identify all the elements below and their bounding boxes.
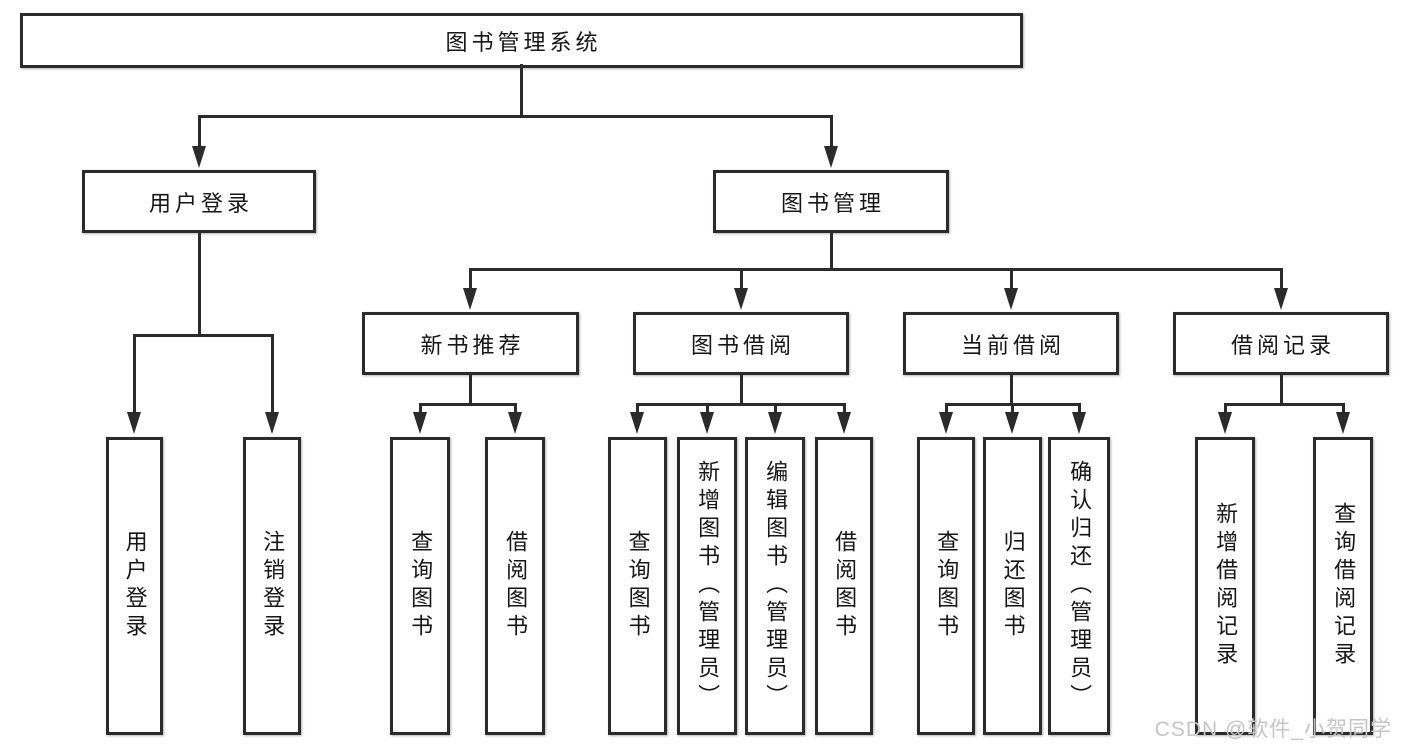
connector-stem	[829, 115, 833, 146]
node-label: 当前借阅	[960, 332, 1065, 358]
csdn-watermark: CSDN @软件_小贺同学	[1154, 718, 1392, 741]
node-new-book-recommendation: 新书推荐	[362, 312, 579, 375]
node-label: 查询图书	[408, 530, 434, 642]
leaf-borrow-books-borrow: 借阅图书	[815, 437, 873, 735]
node-label: 查询借阅记录	[1331, 502, 1357, 670]
connector-hline	[197, 115, 833, 118]
connector-stem	[197, 115, 201, 146]
node-label: 新增借阅记录	[1213, 502, 1239, 670]
connector-stem	[132, 334, 136, 412]
connector-vline	[197, 230, 201, 337]
connector-stem	[1341, 403, 1345, 412]
leaf-logout: 注销登录	[243, 437, 301, 735]
node-borrowing-records: 借阅记录	[1173, 312, 1389, 375]
node-label: 归还图书	[1000, 530, 1026, 642]
arrowhead-down-icon	[265, 412, 279, 434]
arrowhead-down-icon	[508, 412, 522, 434]
arrowhead-down-icon	[734, 288, 748, 310]
leaf-query-books-borrow: 查询图书	[608, 437, 667, 735]
arrowhead-down-icon	[1218, 412, 1232, 434]
connector-vline	[1279, 372, 1283, 406]
node-label: 借阅图书	[503, 530, 529, 642]
connector-stem	[270, 334, 274, 412]
leaf-return-books: 归还图书	[983, 437, 1042, 735]
node-label: 确认归还（管理员）	[1067, 460, 1093, 712]
node-user-login: 用户登录	[82, 170, 316, 233]
connector-stem	[635, 403, 639, 412]
connector-stem	[418, 403, 422, 412]
connector-vline	[829, 230, 833, 271]
connector-stem	[842, 403, 846, 412]
node-current-borrowing: 当前借阅	[903, 312, 1119, 375]
node-label: 图书管理系统	[445, 29, 602, 55]
arrowhead-down-icon	[1004, 288, 1018, 310]
connector-hline	[635, 403, 846, 406]
connector-stem	[1009, 268, 1013, 288]
connector-stem	[1279, 268, 1283, 288]
arrowhead-down-icon	[413, 412, 427, 434]
leaf-add-borrow-record: 新增借阅记录	[1195, 437, 1255, 735]
arrowhead-down-icon	[192, 146, 206, 168]
connector-stem	[773, 403, 777, 412]
arrowhead-down-icon	[700, 412, 714, 434]
connector-vline	[519, 64, 523, 118]
arrowhead-down-icon	[127, 412, 141, 434]
connector-vline	[1009, 372, 1013, 406]
arrowhead-down-icon	[768, 412, 782, 434]
connector-hline	[1223, 403, 1345, 406]
connector-stem	[1223, 403, 1227, 412]
connector-hline	[132, 334, 274, 337]
leaf-query-books-current: 查询图书	[917, 437, 975, 735]
connector-stem	[944, 403, 948, 412]
node-book-borrowing: 图书借阅	[633, 312, 849, 375]
connector-hline	[418, 403, 517, 406]
node-book-management-system: 图书管理系统	[20, 13, 1023, 68]
leaf-query-borrow-record: 查询借阅记录	[1313, 437, 1373, 735]
node-label: 借阅图书	[832, 530, 858, 642]
node-label: 查询图书	[934, 530, 960, 642]
connector-vline	[739, 372, 743, 406]
connector-stem	[739, 268, 743, 288]
arrowhead-down-icon	[837, 412, 851, 434]
arrowhead-down-icon	[824, 146, 838, 168]
connector-stem	[1077, 403, 1081, 412]
connector-stem	[468, 268, 472, 288]
node-label: 编辑图书（管理员）	[763, 460, 789, 712]
leaf-borrow-books-recommend: 借阅图书	[485, 437, 545, 735]
leaf-confirm-return-admin: 确认归还（管理员）	[1048, 437, 1110, 735]
connector-vline	[468, 372, 472, 406]
node-label: 注销登录	[260, 530, 286, 642]
arrowhead-down-icon	[1274, 288, 1288, 310]
connector-stem	[513, 403, 517, 412]
connector-stem	[1010, 403, 1014, 412]
arrowhead-down-icon	[1072, 412, 1086, 434]
node-label: 新书推荐	[420, 332, 525, 358]
leaf-user-login: 用户登录	[106, 437, 163, 735]
arrowhead-down-icon	[630, 412, 644, 434]
node-label: 用户登录	[122, 530, 148, 642]
arrowhead-down-icon	[1005, 412, 1019, 434]
node-label: 用户登录	[148, 190, 253, 216]
node-label: 查询图书	[625, 530, 651, 642]
arrowhead-down-icon	[939, 412, 953, 434]
arrowhead-down-icon	[1336, 412, 1350, 434]
node-book-management: 图书管理	[713, 170, 949, 233]
leaf-add-books-admin: 新增图书（管理员）	[677, 437, 737, 735]
node-label: 新增图书（管理员）	[695, 460, 721, 712]
connector-hline	[468, 268, 1283, 271]
leaf-query-books-recommend: 查询图书	[390, 437, 450, 735]
leaf-edit-books-admin: 编辑图书（管理员）	[745, 437, 805, 735]
arrowhead-down-icon	[463, 288, 477, 310]
connector-stem	[705, 403, 709, 412]
node-label: 图书管理	[780, 190, 885, 216]
node-label: 图书借阅	[690, 332, 795, 358]
node-label: 借阅记录	[1230, 332, 1335, 358]
